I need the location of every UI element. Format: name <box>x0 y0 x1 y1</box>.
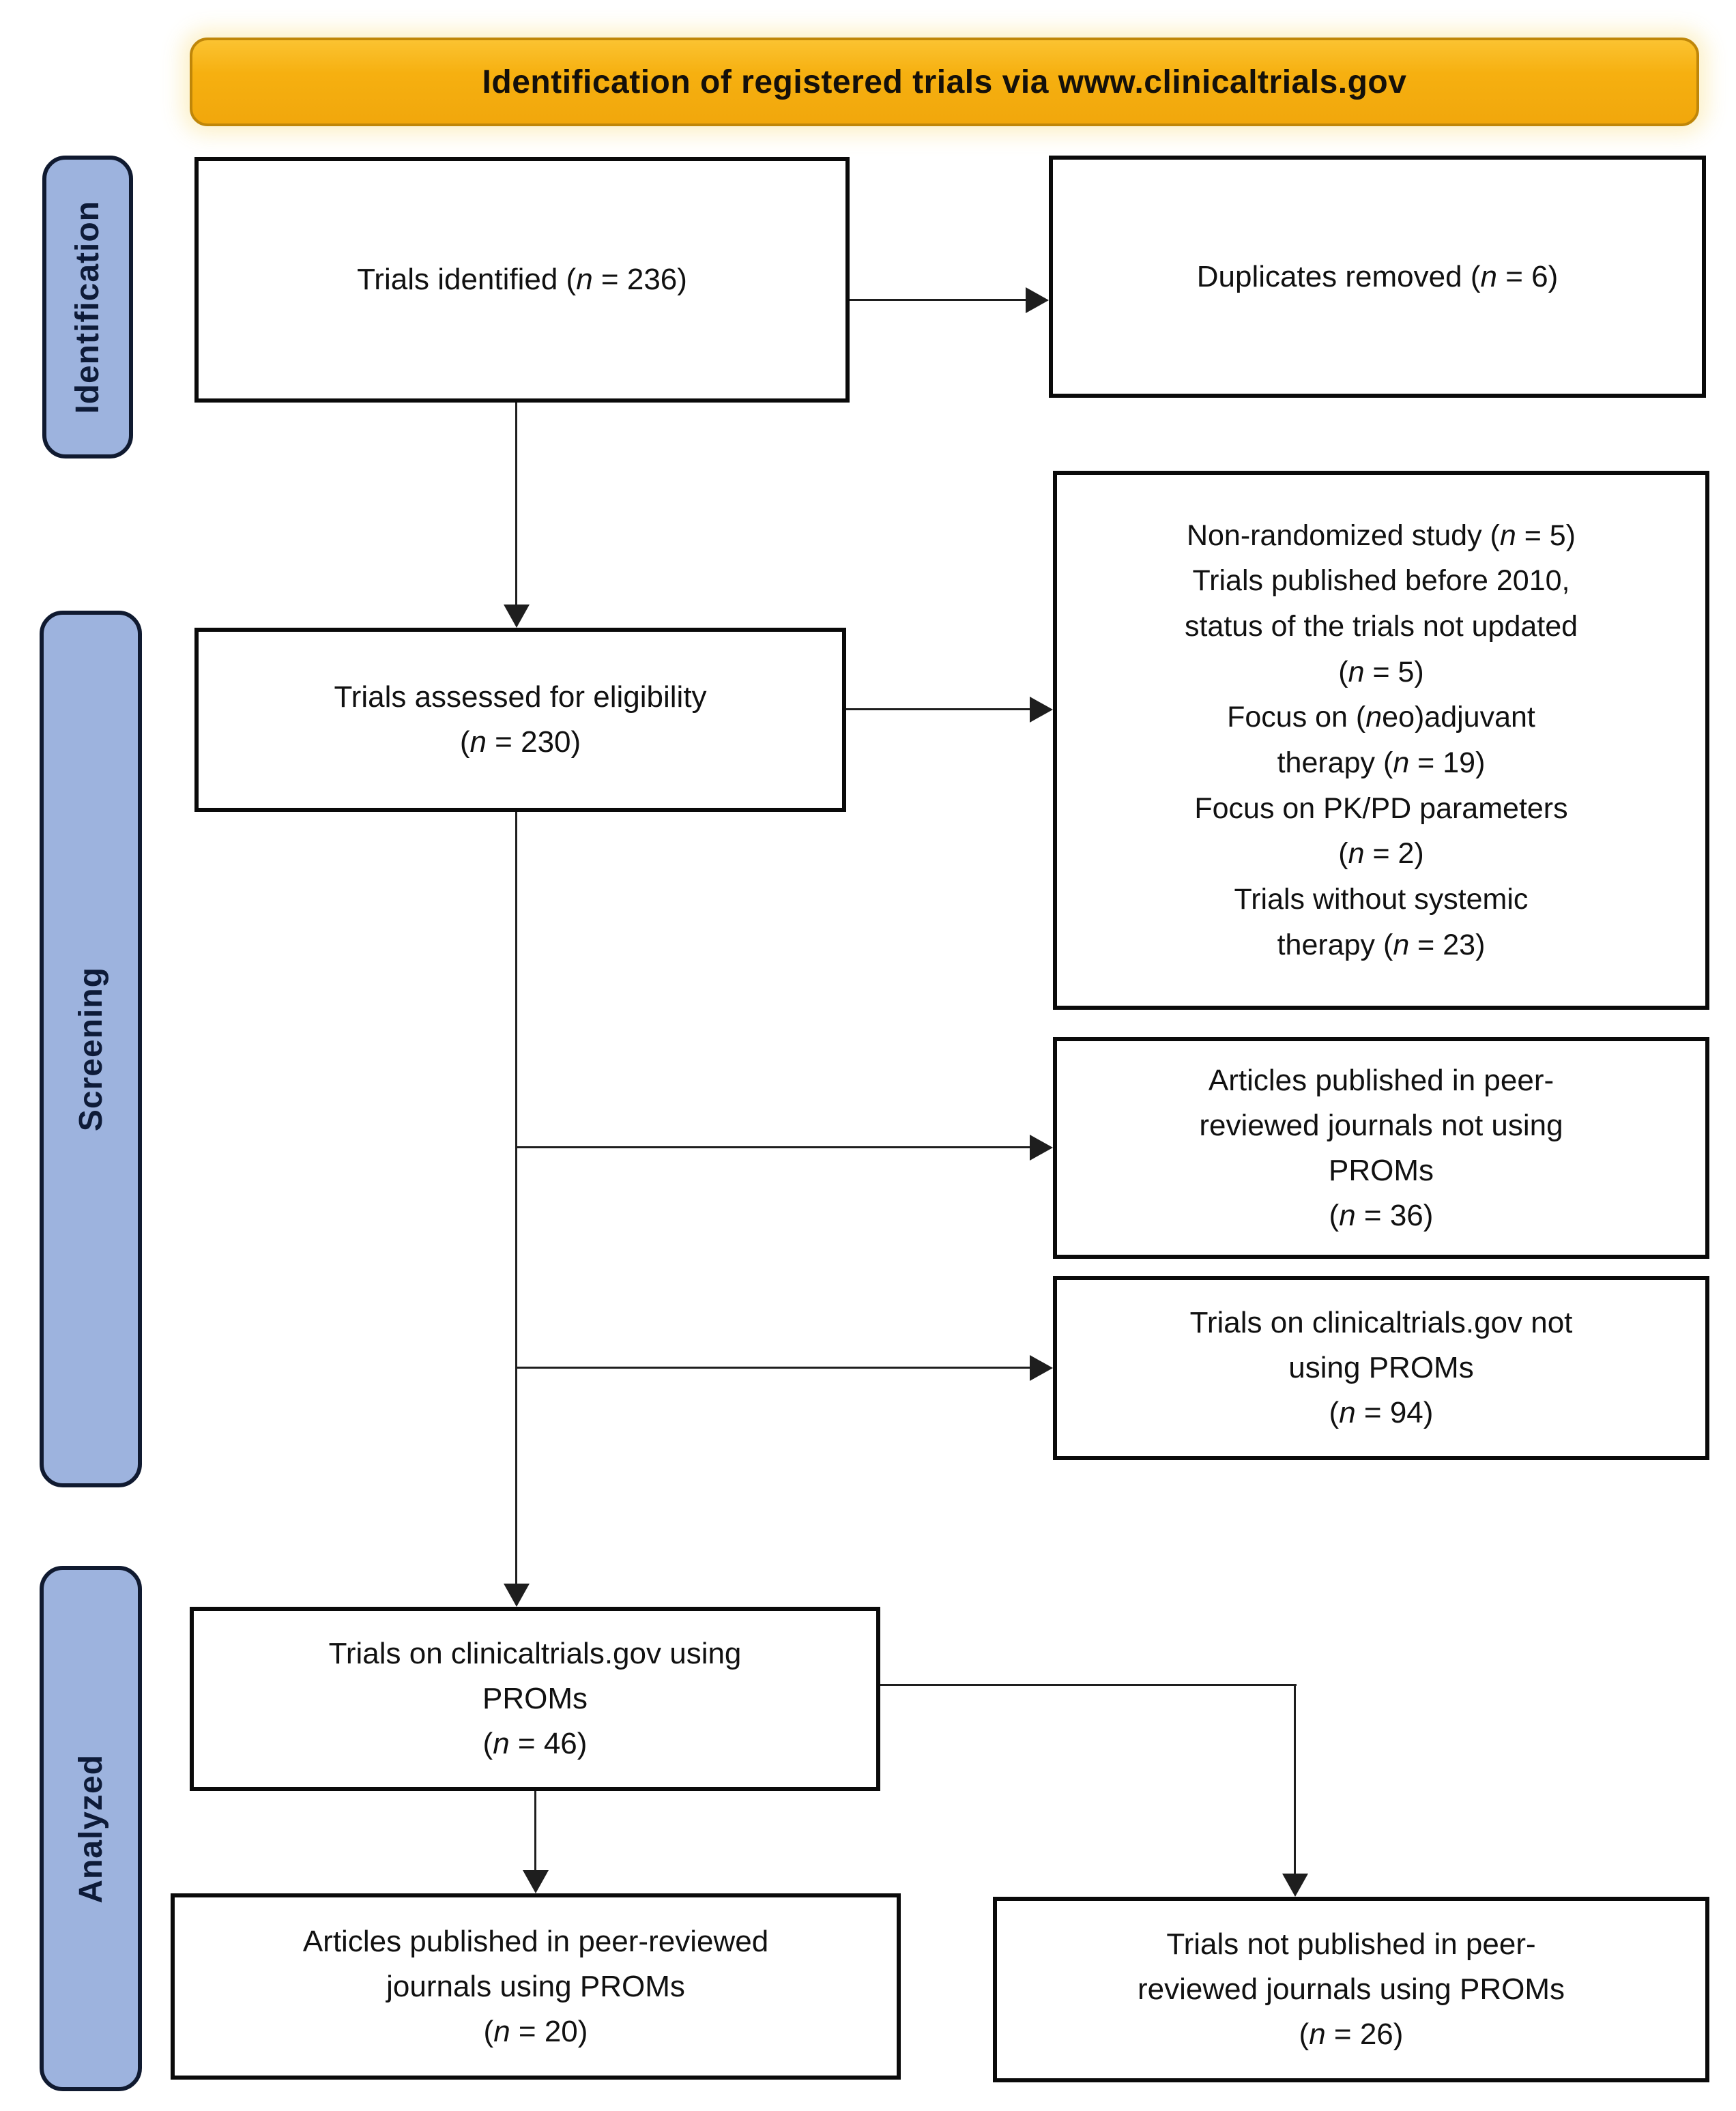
box-trials-identified-text: Trials identified (n = 236) <box>357 263 687 296</box>
box-articles-published-using-proms-text: Articles published in peer-reviewed jour… <box>302 1924 769 2048</box>
connector-trials-using-proms-to-not-published-vertical <box>1294 1684 1296 1875</box>
box-trials-assessed: Trials assessed for eligibility (n = 230… <box>194 628 846 812</box>
arrowhead-right-icon <box>1030 1135 1053 1161</box>
title-banner-label: Identification of registered trials via … <box>482 63 1407 100</box>
arrowhead-right-icon <box>1030 697 1053 723</box>
connector-assessed-to-trials-using-proms <box>515 812 517 1586</box>
connector-trials-using-proms-to-not-published-horizontal <box>880 1684 1297 1686</box>
arrowhead-down-icon <box>504 605 530 628</box>
arrowhead-right-icon <box>1030 1355 1053 1381</box>
connector-trunk-to-trials-not-using-proms <box>517 1367 1032 1369</box>
connector-trials-using-proms-to-published <box>534 1791 536 1873</box>
connector-identified-to-duplicates <box>850 299 1028 301</box>
box-articles-not-using-proms-text: Articles published in peer- reviewed jou… <box>1199 1063 1563 1232</box>
arrowhead-right-icon <box>1026 287 1049 313</box>
title-banner: Identification of registered trials via … <box>190 38 1699 126</box>
box-exclusion-reasons: Non-randomized study (n = 5) Trials publ… <box>1053 471 1709 1010</box>
stage-label-screening: Screening <box>72 966 109 1132</box>
connector-trunk-to-articles-not-using-proms <box>517 1146 1032 1148</box>
stage-label-analyzed: Analyzed <box>72 1753 109 1904</box>
arrowhead-down-icon <box>1282 1874 1308 1897</box>
stage-pill-analyzed: Analyzed <box>40 1566 142 2091</box>
box-trials-using-proms: Trials on clinicaltrials.gov using PROMs… <box>190 1607 880 1791</box>
stage-pill-screening: Screening <box>40 611 142 1487</box>
box-trials-assessed-text: Trials assessed for eligibility (n = 230… <box>334 680 707 759</box>
box-trials-not-published-using-proms-text: Trials not published in peer- reviewed j… <box>1137 1927 1565 2051</box>
box-exclusion-reasons-text: Non-randomized study (n = 5) Trials publ… <box>1184 519 1578 961</box>
box-articles-published-using-proms: Articles published in peer-reviewed jour… <box>171 1893 901 2080</box>
stage-pill-identification: Identification <box>42 156 133 458</box>
stage-label-identification: Identification <box>70 200 106 414</box>
connector-assessed-to-excluded <box>846 708 1032 710</box>
box-duplicates-removed: Duplicates removed (n = 6) <box>1049 156 1706 398</box>
box-articles-not-using-proms: Articles published in peer- reviewed jou… <box>1053 1037 1709 1259</box>
box-duplicates-removed-text: Duplicates removed (n = 6) <box>1196 259 1559 293</box>
arrowhead-down-icon <box>504 1584 530 1607</box>
box-trials-not-published-using-proms: Trials not published in peer- reviewed j… <box>993 1897 1709 2082</box>
connector-identified-to-assessed <box>515 403 517 607</box>
box-trials-identified: Trials identified (n = 236) <box>194 157 850 403</box>
box-trials-not-using-proms-text: Trials on clinicaltrials.gov not using P… <box>1189 1306 1573 1429</box>
box-trials-using-proms-text: Trials on clinicaltrials.gov using PROMs… <box>328 1637 742 1760</box>
arrowhead-down-icon <box>523 1870 549 1893</box>
box-trials-not-using-proms: Trials on clinicaltrials.gov not using P… <box>1053 1276 1709 1460</box>
